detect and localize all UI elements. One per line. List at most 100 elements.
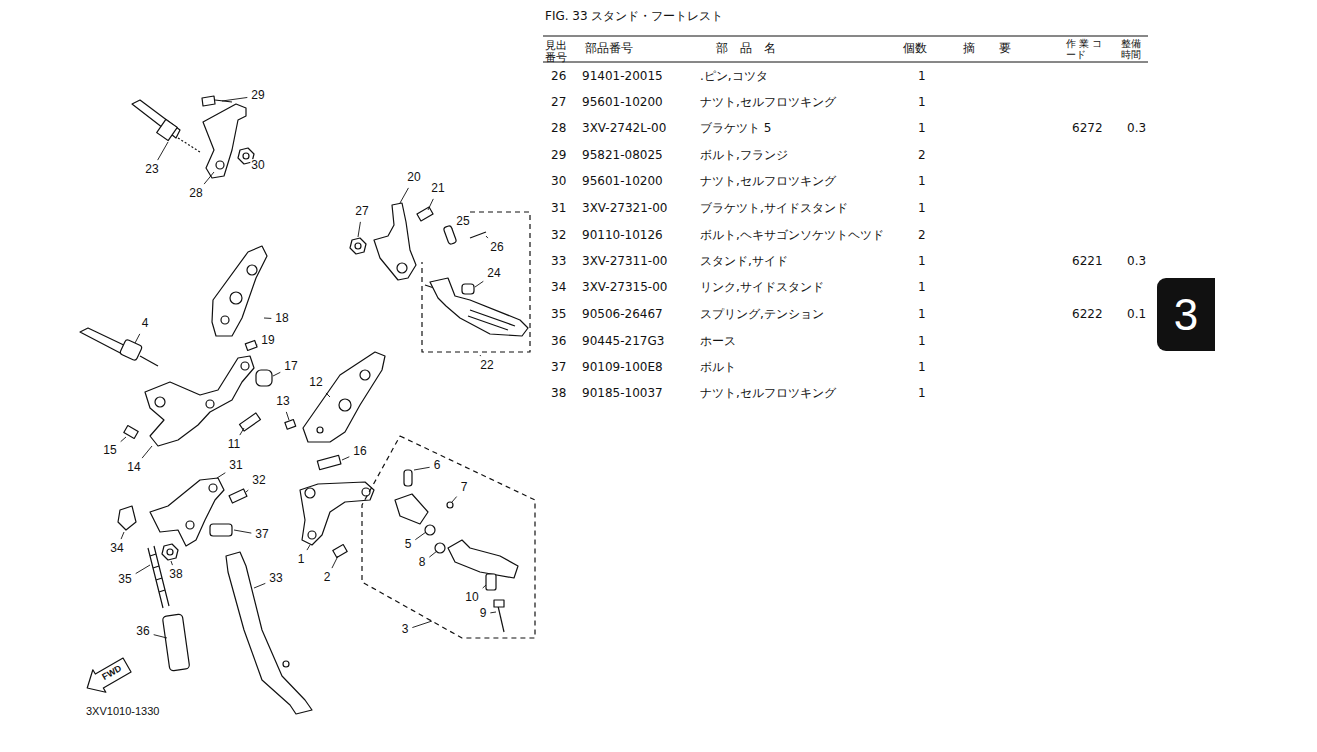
heel-plate [256, 370, 272, 386]
leader-line [246, 490, 248, 492]
part-number: 90185-10037 [582, 387, 663, 401]
lock-nut [243, 153, 249, 159]
bracket [417, 207, 433, 221]
column-header: 部 品 名 [716, 42, 776, 56]
ref-number: 30 [551, 175, 566, 189]
leader-line [286, 412, 289, 420]
callout-number: 11 [227, 438, 241, 452]
side-stand-bracket [118, 506, 136, 530]
callout-number: 37 [254, 528, 269, 542]
part-name: リンク,サイドスタンド [700, 281, 824, 295]
heel-plate-right [317, 427, 323, 433]
section-tab: 3 [1157, 278, 1215, 351]
rider-footrest-assembly [404, 470, 412, 486]
part-number: 95821-08025 [582, 149, 663, 163]
heel-plate-right [285, 352, 385, 470]
part-name: ブラケツト 5 [700, 122, 771, 136]
callout-number: 38 [168, 568, 183, 582]
part-number: 90110-10126 [582, 229, 663, 243]
side-stand-bracket [186, 521, 194, 529]
quantity: 1 [918, 255, 926, 269]
leader-line [480, 355, 482, 356]
quantity: 2 [918, 229, 926, 243]
quantity: 1 [918, 281, 926, 295]
leader-line [342, 457, 349, 460]
footrest-bracket-right [333, 545, 347, 558]
bracket-5 [203, 104, 246, 178]
fwd-arrow [81, 654, 134, 700]
quantity: 1 [918, 335, 926, 349]
side-stand-bracket [229, 489, 247, 503]
heel-plate-right [317, 455, 341, 469]
quantity: 1 [918, 175, 926, 189]
leader-line [326, 393, 330, 397]
part-name: ホース [700, 335, 736, 349]
part-name: スプリング,テンション [700, 308, 824, 322]
footrest-bracket [240, 413, 261, 431]
rear-footrest [132, 100, 200, 152]
part-name: ナツト,セルフロツキング [700, 387, 836, 401]
lock-nut [167, 549, 173, 555]
rider-footrest-assembly [486, 574, 496, 590]
side-stand-bracket [209, 484, 217, 492]
leader-line [121, 437, 126, 442]
callout-number: 17 [283, 360, 298, 374]
part-number: 90445-217G3 [582, 335, 664, 349]
callout-number: 18 [274, 312, 289, 326]
part-number: 3XV-27315-00 [582, 281, 667, 295]
part-name: スタンド,サイド [700, 255, 788, 269]
callout-number: 14 [126, 461, 141, 475]
ref-number: 28 [551, 122, 566, 136]
front-footrest [119, 339, 142, 361]
table-rule [543, 36, 1148, 62]
ref-number: 38 [551, 387, 566, 401]
callout-number: 21 [430, 182, 445, 196]
footrest-assembly [462, 284, 474, 294]
side-stand-bracket [210, 524, 232, 536]
column-header: 摘 要 [963, 42, 1011, 56]
front-footrest [140, 356, 158, 366]
rider-footrest-assembly [498, 606, 504, 632]
leader-line [136, 565, 150, 574]
hose [162, 614, 189, 671]
leader-line [204, 172, 214, 184]
leader-line [490, 612, 496, 614]
bracket [374, 203, 416, 280]
leader-line [240, 428, 244, 435]
table-rule [543, 62, 1148, 63]
leader-line [358, 222, 360, 237]
part-name: ナツト,セルフロツキング [700, 96, 836, 110]
leader-line [428, 199, 433, 210]
callout-number: 6 [433, 459, 442, 473]
tension-spring [148, 546, 169, 608]
rider-footrest-assembly [494, 600, 504, 607]
footrest-bracket [145, 356, 254, 446]
part-name: ボルト [700, 361, 736, 375]
column-header: 整備 時間 [1121, 38, 1147, 60]
figure-title: FIG. 33 スタンド・フートレスト [545, 10, 723, 24]
callout-number: 24 [486, 267, 501, 281]
ref-number: 26 [551, 70, 566, 84]
lock-nut [162, 544, 178, 560]
side-stand [226, 552, 312, 714]
callout-number: 1 [297, 553, 306, 567]
callout-number: 23 [144, 163, 159, 177]
leader-line [142, 446, 152, 458]
callout-number: 32 [251, 474, 266, 488]
ref-number: 34 [551, 281, 566, 295]
footrest-bracket [155, 397, 165, 407]
column-header: 作 業 コード [1066, 38, 1110, 60]
labor-time: 0.1 [1127, 308, 1146, 322]
leader-line [171, 561, 172, 565]
heel-plate [212, 246, 272, 386]
quantity: 2 [918, 149, 926, 163]
bracket-5 [216, 161, 224, 169]
tension-spring [148, 546, 169, 608]
footrest-bracket-right [300, 482, 374, 557]
leader-line [415, 532, 426, 540]
callout-number: 4 [141, 317, 150, 331]
leader-line [400, 188, 408, 203]
flange-bolt [202, 96, 232, 106]
heel-plate-right [285, 420, 296, 430]
